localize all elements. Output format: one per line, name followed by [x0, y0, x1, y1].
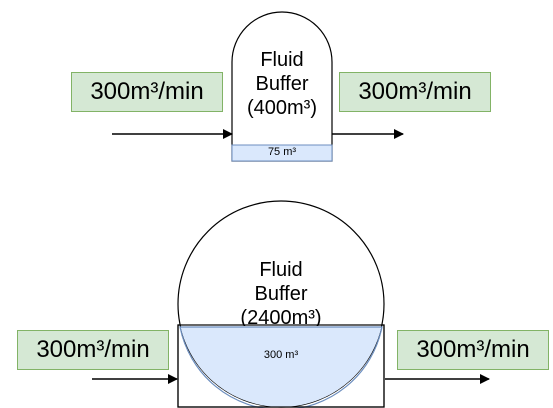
small-buffer-title-line2: Buffer	[255, 73, 309, 95]
large-inflow-rate: 300m³/min	[17, 330, 169, 370]
large-buffer-capacity: (2400m³)	[240, 307, 322, 326]
large-outflow-rate: 300m³/min	[397, 330, 549, 370]
small-buffer-title: Fluid Buffer (400m³)	[232, 48, 332, 120]
small-buffer-tank	[231, 11, 333, 162]
large-buffer-title: Fluid Buffer (2400m³)	[181, 258, 381, 326]
large-buffer-title-line2: Buffer	[254, 283, 308, 305]
large-buffer-level: 300 m³	[263, 349, 299, 361]
large-buffer-fill	[178, 327, 384, 407]
small-outflow-rate: 300m³/min	[339, 72, 491, 112]
small-buffer-capacity: (400m³)	[246, 97, 317, 119]
small-buffer-fill	[231, 144, 333, 162]
small-buffer-level: 75 m³	[267, 146, 297, 158]
large-buffer-fill-outline	[179, 326, 383, 408]
large-buffer-title-line1: Fluid	[259, 259, 303, 281]
small-inflow-rate: 300m³/min	[71, 72, 223, 112]
small-buffer-title-line1: Fluid	[260, 49, 304, 71]
